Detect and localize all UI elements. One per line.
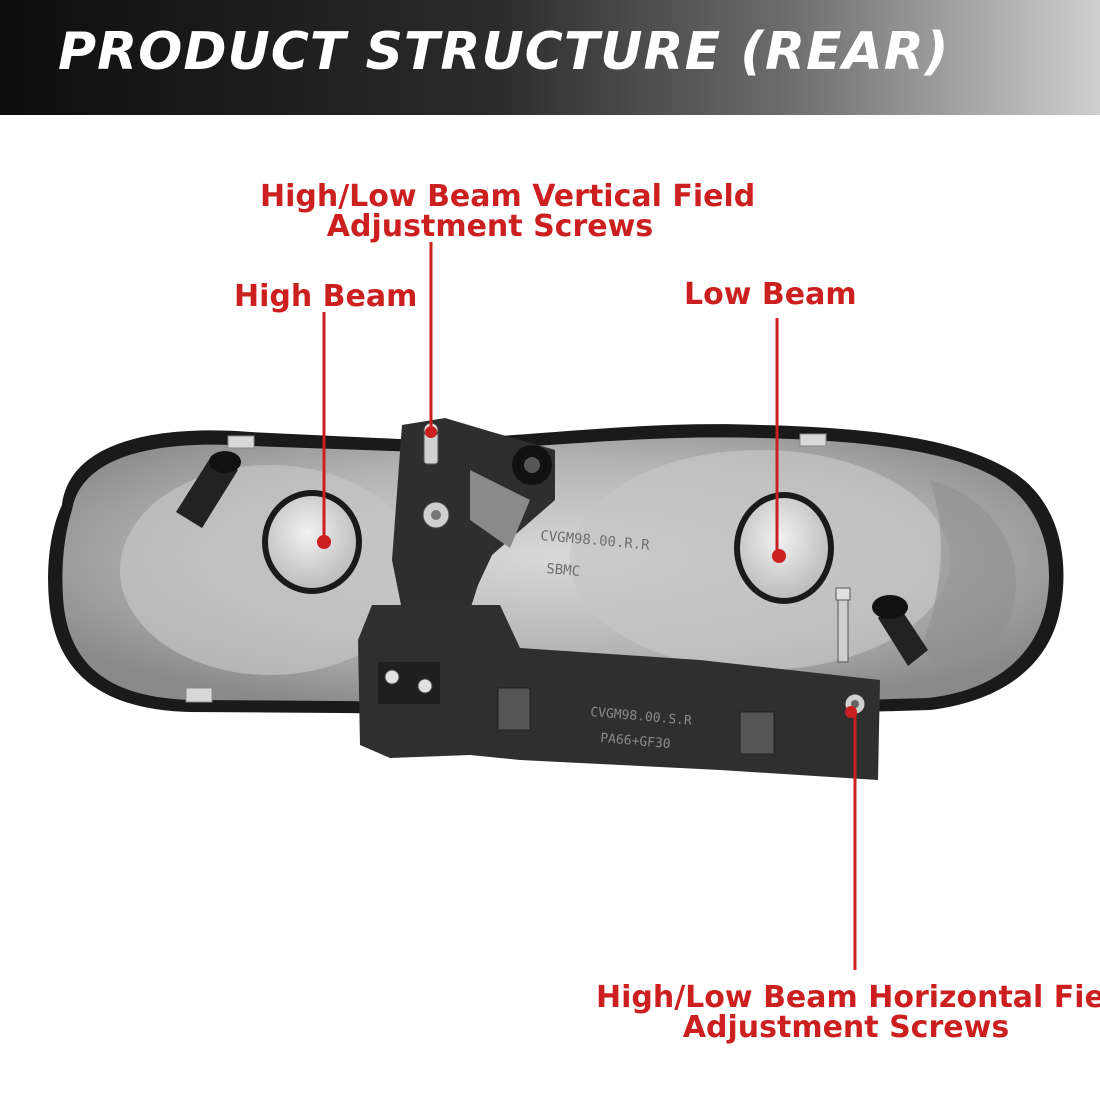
bracket-tab <box>739 711 775 755</box>
pin-rod <box>835 587 851 663</box>
housing-clip <box>227 435 255 449</box>
embossed-code-side: SBMC <box>546 561 581 580</box>
connector-screw <box>384 669 400 685</box>
horizontal-adjustment-bracket <box>358 587 880 780</box>
low-beam-port <box>734 492 834 604</box>
adjuster-nut <box>512 445 552 485</box>
callout-dot-horizontal-screws <box>845 706 857 718</box>
connector-screw <box>417 678 433 694</box>
embossed-material: PA66+GF30 <box>600 731 671 752</box>
housing-clip <box>185 687 213 703</box>
callout-lines <box>317 242 857 970</box>
vent-nub-right <box>872 595 928 666</box>
bracket-tab <box>497 687 531 731</box>
housing-clip <box>799 433 827 447</box>
label-horizontal-line1: High/Low Beam Horizontal Field <box>596 980 1100 1015</box>
header-banner: PRODUCT STRUCTURE (REAR) <box>0 0 1100 115</box>
callout-dot-vertical-screws <box>425 426 437 438</box>
vent-nub-left <box>176 451 241 528</box>
label-vertical-line1: High/Low Beam Vertical Field <box>260 179 756 214</box>
label-low-beam: Low Beam <box>684 277 857 312</box>
bracket-screw <box>422 501 450 529</box>
high-beam-port <box>262 490 362 594</box>
label-horizontal-line2: Adjustment Screws <box>682 1010 1010 1045</box>
label-vertical-line2: Adjustment Screws <box>326 209 654 244</box>
label-vertical-adjustment-screws: High/Low Beam Vertical Field Adjustment … <box>260 179 756 244</box>
label-horizontal-adjustment-screws: High/Low Beam Horizontal Field Adjustmen… <box>596 980 1100 1045</box>
callout-dot-low-beam <box>772 549 786 563</box>
label-high-beam: High Beam <box>234 279 418 314</box>
page-title: PRODUCT STRUCTURE (REAR) <box>58 22 950 82</box>
callout-dot-high-beam <box>317 535 331 549</box>
